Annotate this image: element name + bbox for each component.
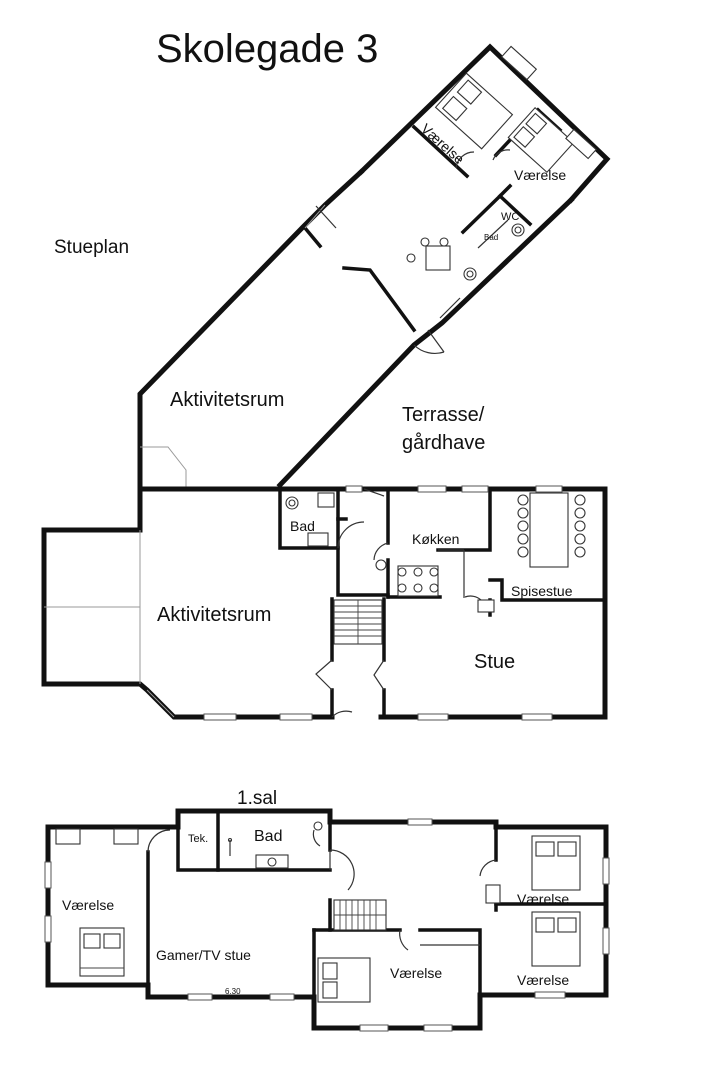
room-label-bad-small: Bad <box>484 233 498 242</box>
staircase <box>333 599 383 645</box>
double-bed-icon <box>531 835 581 891</box>
first-floor-label: 1.sal <box>237 788 277 809</box>
ground-floor-main-block: Bad Køkken Spisestue Aktivitetsrum Stue <box>41 485 608 721</box>
room-label-spisestue: Spisestue <box>511 583 573 599</box>
double-bed-icon <box>531 911 581 967</box>
double-bed-icon <box>434 72 514 150</box>
first-floor-plan: Tek. Bad Værelse Gamer/TV stue 6.30 Være… <box>44 808 610 1032</box>
room-label-stue: Stue <box>474 651 515 673</box>
ground-floor-label: Stueplan <box>54 237 129 258</box>
room-label-vaerelse-right-bottom: Værelse <box>517 972 569 988</box>
room-label-bad-first: Bad <box>254 828 282 845</box>
room-label-koekken: Køkken <box>412 531 459 547</box>
room-label-bad: Bad <box>290 518 315 534</box>
double-bed-icon <box>507 106 575 174</box>
toilet-icon <box>463 267 477 281</box>
room-label-tek: Tek. <box>188 833 208 845</box>
toilet-icon <box>511 223 525 237</box>
room-label-vaerelse-left: Værelse <box>62 897 114 913</box>
dimension-label: 6.30 <box>225 987 241 996</box>
dining-table-icon <box>517 492 586 568</box>
double-bed-icon <box>317 957 371 1003</box>
kitchen-table-icon <box>397 565 439 597</box>
room-label-terrasse-line1: Terrasse/ <box>402 404 485 426</box>
room-label-vaerelse-right-top: Værelse <box>517 891 569 907</box>
room-label-terrasse-line2: gårdhave <box>402 432 485 454</box>
room-label-gamer-tv: Gamer/TV stue <box>156 947 251 963</box>
staircase <box>333 899 387 931</box>
room-label-vaerelse-angled-2: Værelse <box>514 167 566 183</box>
room-label-aktivitetsrum-upper: Aktivitetsrum <box>170 389 284 411</box>
room-label-aktivitetsrum-lower: Aktivitetsrum <box>157 604 271 626</box>
page-title: Skolegade 3 <box>156 27 378 71</box>
ground-floor-angled-wing: Værelse Værelse WC Bad Aktivitetsrum <box>137 43 611 495</box>
double-bed-icon <box>79 927 125 977</box>
room-label-vaerelse-middle: Værelse <box>390 965 442 981</box>
room-label-wc: WC <box>501 211 519 223</box>
